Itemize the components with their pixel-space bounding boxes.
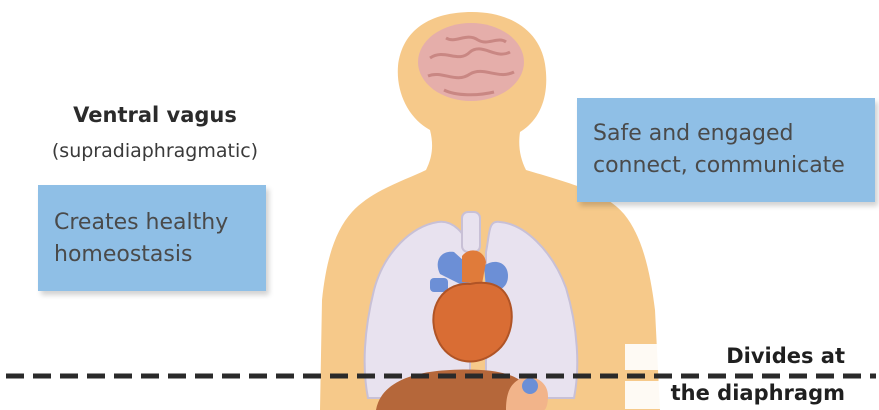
supradiaphragmatic-subtitle: (supradiaphragmatic) bbox=[30, 140, 280, 162]
brain bbox=[418, 23, 524, 101]
divides-label-line-1: Divides at bbox=[625, 344, 845, 370]
small-vessel bbox=[522, 378, 538, 394]
safe-engaged-box: Safe and engaged connect, communicate bbox=[577, 98, 875, 202]
homeostasis-line-1: Creates healthy bbox=[54, 207, 250, 239]
heart bbox=[430, 250, 512, 361]
safe-engaged-line-2: connect, communicate bbox=[593, 150, 861, 182]
homeostasis-line-2: homeostasis bbox=[54, 239, 250, 271]
divides-label-line-2: the diaphragm bbox=[625, 381, 845, 409]
trachea bbox=[462, 212, 480, 252]
safe-engaged-line-1: Safe and engaged bbox=[593, 118, 861, 150]
homeostasis-box: Creates healthy homeostasis bbox=[38, 185, 266, 291]
ventral-vagus-title: Ventral vagus bbox=[30, 103, 280, 127]
